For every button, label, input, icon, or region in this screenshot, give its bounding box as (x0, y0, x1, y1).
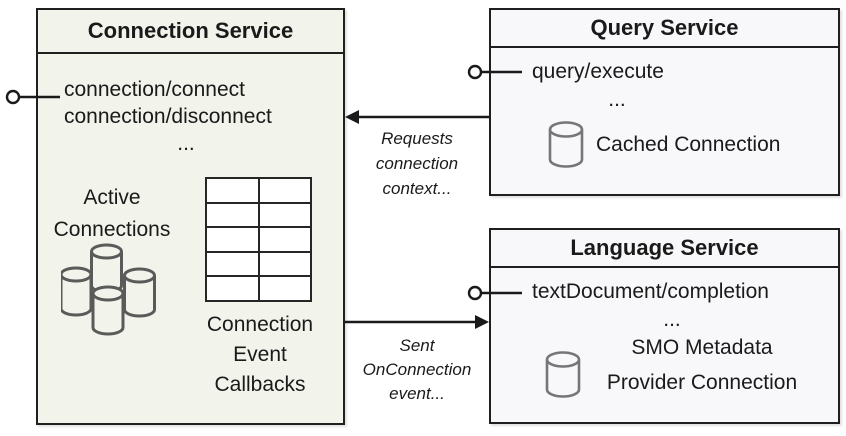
query-service-box: Query Service query/execute ... Cached C… (489, 8, 840, 196)
query-service-methods: query/execute ... (532, 58, 702, 114)
cached-connection-row: Cached Connection (548, 120, 780, 169)
sent-onconnection-event-label: Sent OnConnection event... (362, 336, 472, 403)
language-service-title: Language Service (491, 230, 838, 268)
connection-service-box: Connection Service connection/connect co… (36, 8, 345, 425)
active-connections-label: Active Connections (53, 186, 171, 241)
method-connection-disconnect: connection/disconnect (64, 105, 272, 128)
query-service-title: Query Service (491, 10, 838, 48)
requests-connection-context-arrow (345, 110, 489, 124)
database-icon (548, 121, 584, 168)
method-query-execute: query/execute (532, 60, 664, 83)
callbacks-table-icon (205, 177, 312, 302)
language-service-box: Language Service textDocument/completion… (489, 228, 840, 424)
connection-service-title: Connection Service (38, 10, 343, 54)
method-textdocument-completion: textDocument/completion (532, 280, 769, 303)
requests-connection-context-label: Requests connection context... (375, 129, 459, 198)
cached-connection-label: Cached Connection (596, 132, 781, 156)
connection-service-methods: connection/connect connection/disconnect… (64, 76, 308, 157)
active-connections-database-cluster-icon (61, 243, 156, 336)
language-methods-ellipsis: ... (663, 308, 681, 331)
connection-event-callbacks-label: Connection Event Callbacks (206, 313, 314, 396)
query-methods-ellipsis: ... (608, 88, 626, 111)
sent-onconnection-event-arrow (345, 315, 489, 329)
connection-methods-ellipsis: ... (177, 132, 195, 155)
smo-metadata-provider-connection-label: SMO Metadata Provider Connection (606, 336, 798, 394)
database-icon (545, 351, 581, 398)
smo-metadata-row (545, 350, 581, 399)
language-service-methods: textDocument/completion ... (532, 278, 812, 334)
method-connection-connect: connection/connect (64, 78, 245, 101)
